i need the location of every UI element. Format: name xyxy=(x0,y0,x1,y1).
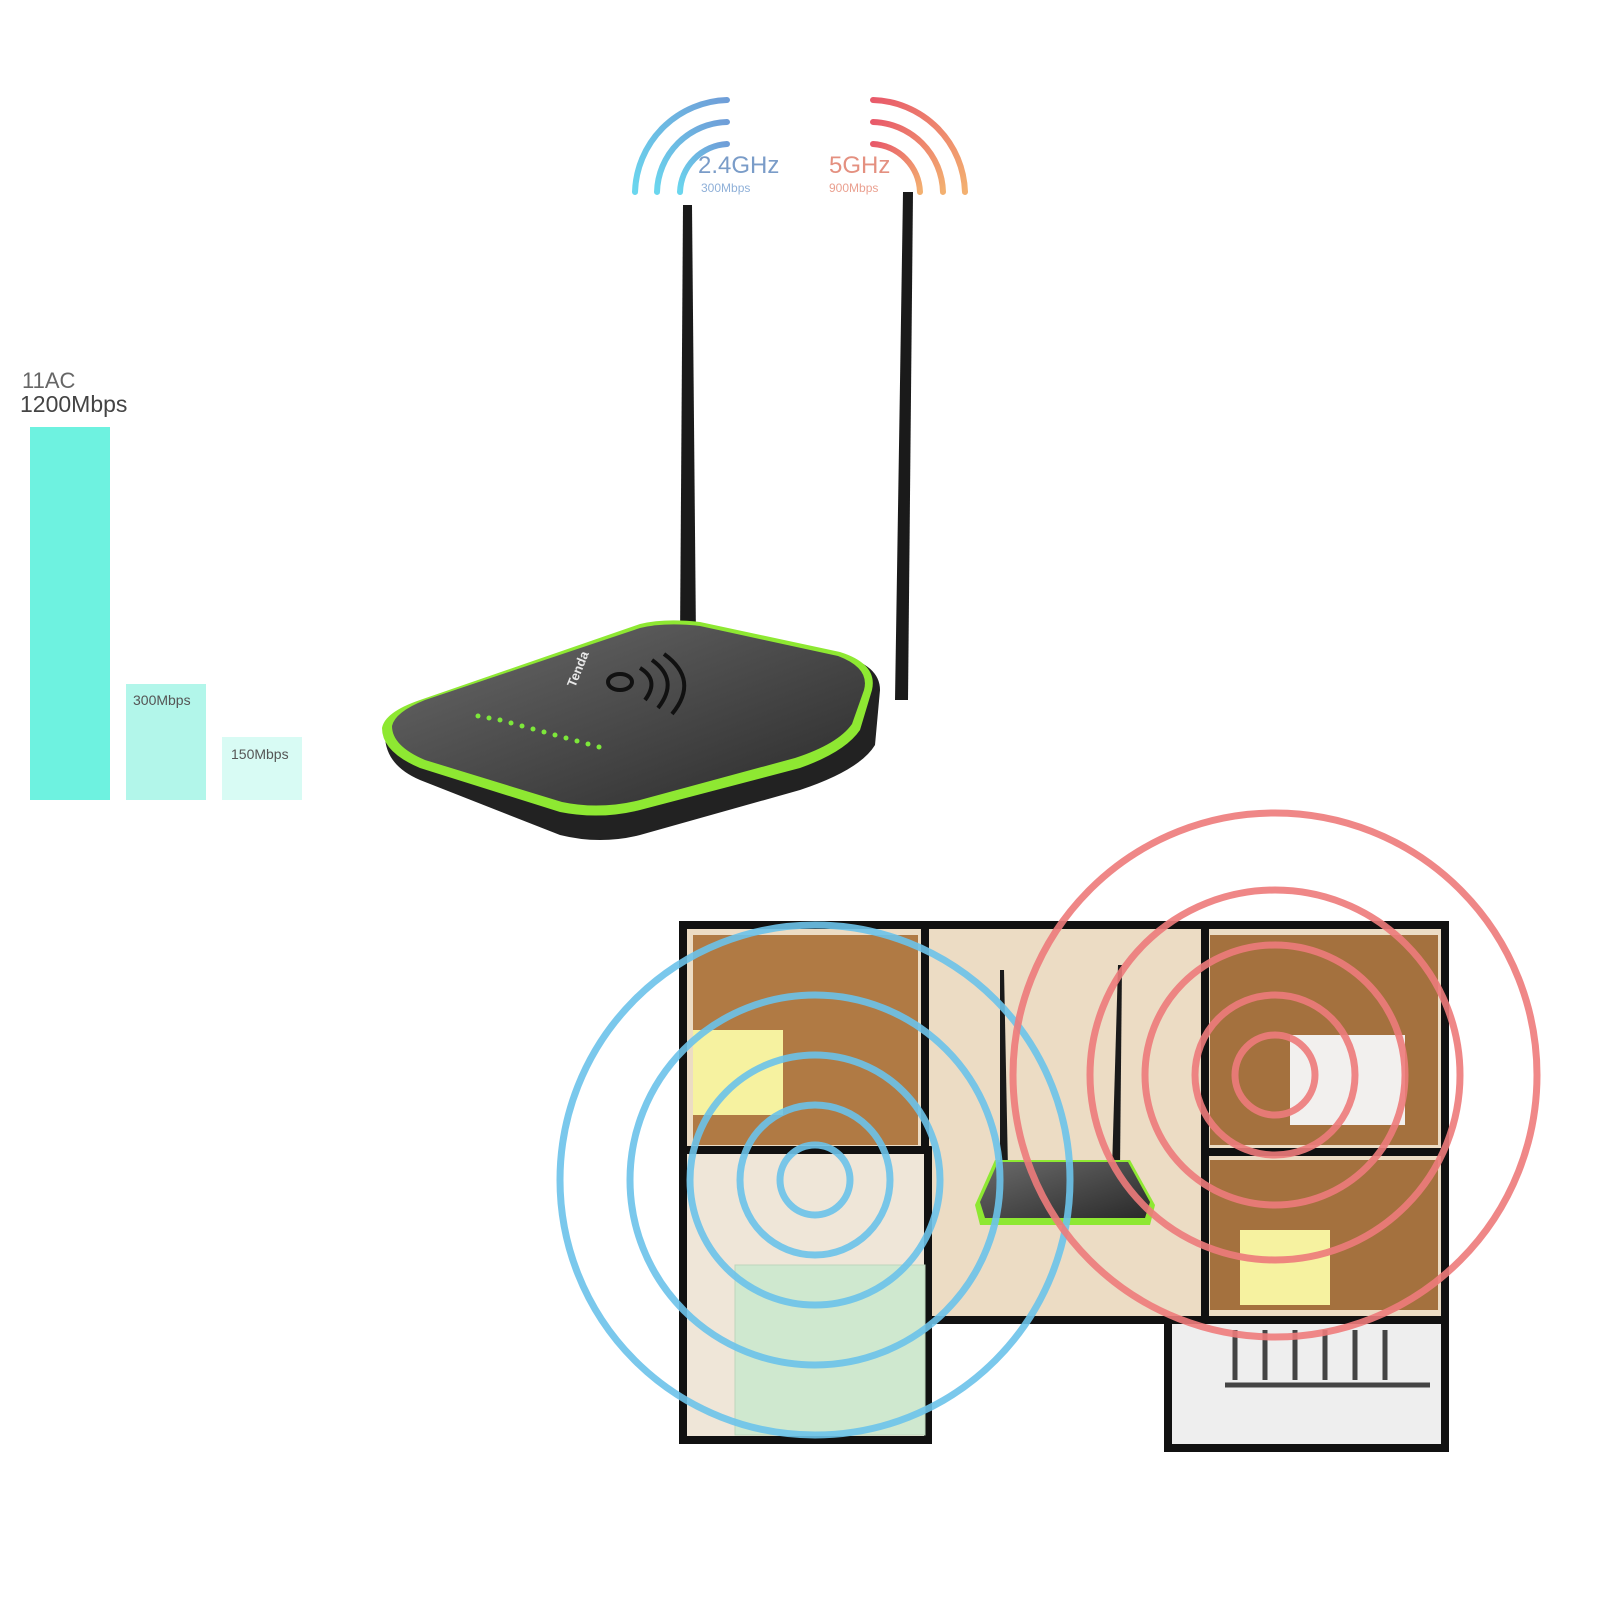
bar-150: 150Mbps xyxy=(222,737,302,800)
band-5-name: 5GHz xyxy=(829,152,891,179)
band-24-name: 2.4GHz xyxy=(698,152,780,179)
bar-1200 xyxy=(30,427,110,800)
bar-300: 300Mbps xyxy=(126,684,206,800)
floor-plan xyxy=(679,921,1449,1452)
coverage-5ghz-rings xyxy=(1009,809,1541,1341)
router-image: Tenda xyxy=(382,192,913,840)
standard-label: 11AC xyxy=(22,368,76,393)
bar-label-300: 300Mbps xyxy=(133,692,191,708)
band-5-speed: 900Mbps xyxy=(829,181,879,195)
band-24-speed: 300Mbps xyxy=(701,181,751,195)
coverage-24ghz-rings xyxy=(556,921,1074,1439)
bar-label-150: 150Mbps xyxy=(231,746,289,762)
router-brand-logo: Tenda xyxy=(564,648,592,689)
bar-label-1200: 1200Mbps xyxy=(20,391,128,417)
